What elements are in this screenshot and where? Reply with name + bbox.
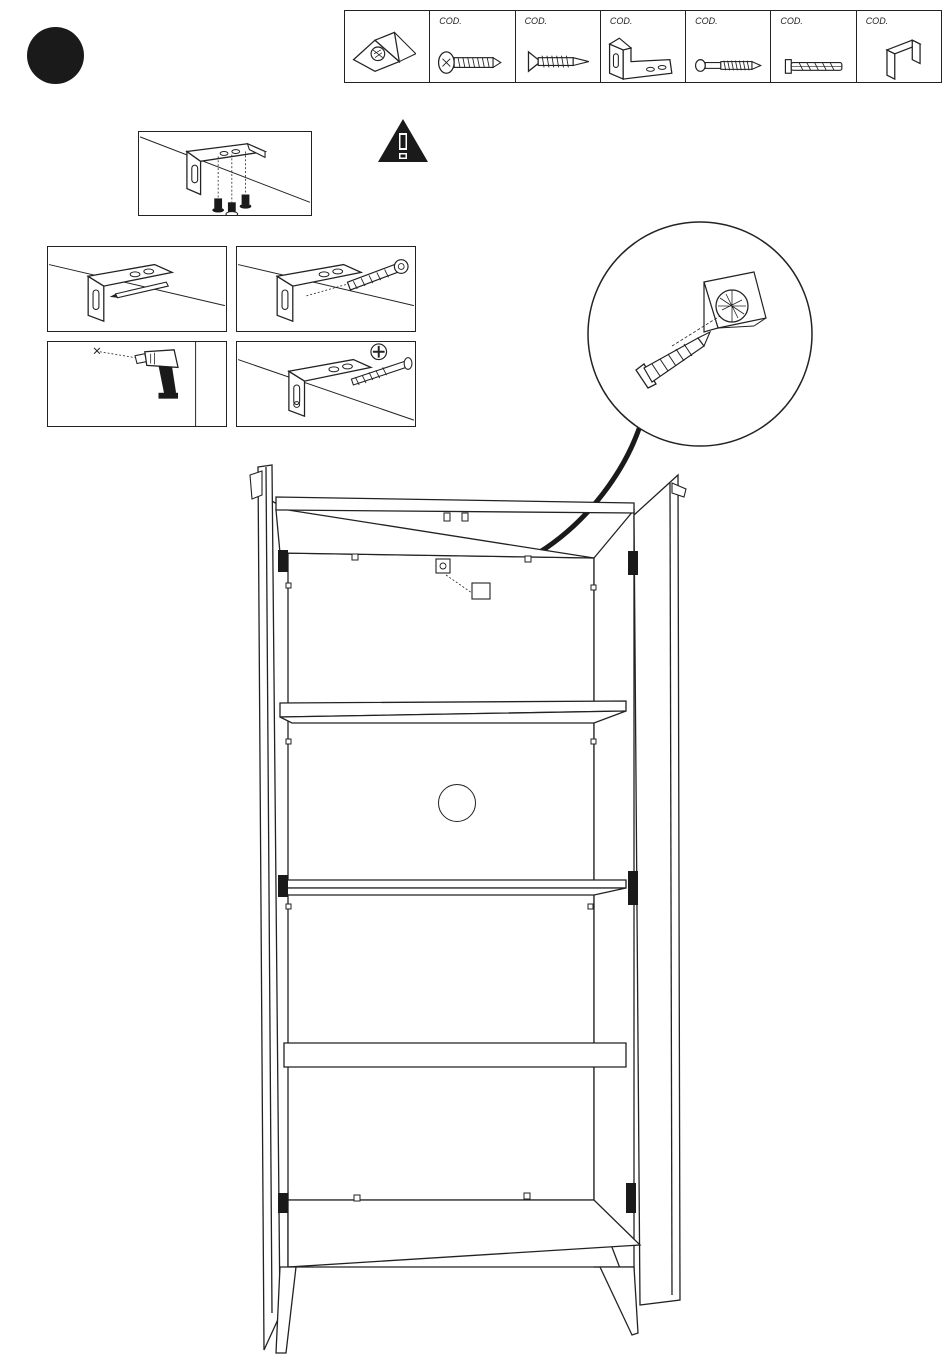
warning-triangle-icon (376, 117, 430, 164)
angle-bracket-icon (601, 11, 685, 82)
step-number-badge (27, 27, 84, 84)
part-label-circle (438, 784, 476, 822)
bracket-screws-icon (139, 132, 311, 215)
long-screw-icon (686, 11, 770, 82)
drill-icon (48, 342, 226, 426)
screwdriver-fix-icon (237, 342, 415, 426)
clip-icon (857, 11, 941, 82)
detail-panel-fix-screw (236, 341, 416, 427)
part-cell-pan-screw: COD. (430, 11, 515, 82)
parts-strip: COD. COD. COD. COD. (344, 10, 942, 83)
cabinet-assembly-icon (240, 455, 700, 1360)
part-cell-clip: COD. (857, 11, 941, 82)
wall-plug-pad-icon (345, 11, 429, 82)
pencil-mark-icon (48, 247, 226, 331)
part-cell-angle-bracket: COD. (601, 11, 686, 82)
detail-panel-bracket-screws (138, 131, 312, 216)
screw-into-pad-icon (586, 220, 814, 448)
detail-panel-drill-hole (47, 341, 227, 427)
part-cell-wood-screw: COD. (516, 11, 601, 82)
part-cell-long-screw: COD. (686, 11, 771, 82)
wall-anchor-icon (771, 11, 855, 82)
wall-anchor-insert-icon (237, 247, 415, 331)
part-cell-wall-pad (345, 11, 430, 82)
detail-panel-insert-anchor (236, 246, 416, 332)
part-cell-wall-anchor: COD. (771, 11, 856, 82)
pan-head-screw-icon (430, 11, 514, 82)
detail-panel-mark-wall (47, 246, 227, 332)
countersunk-screw-icon (516, 11, 600, 82)
